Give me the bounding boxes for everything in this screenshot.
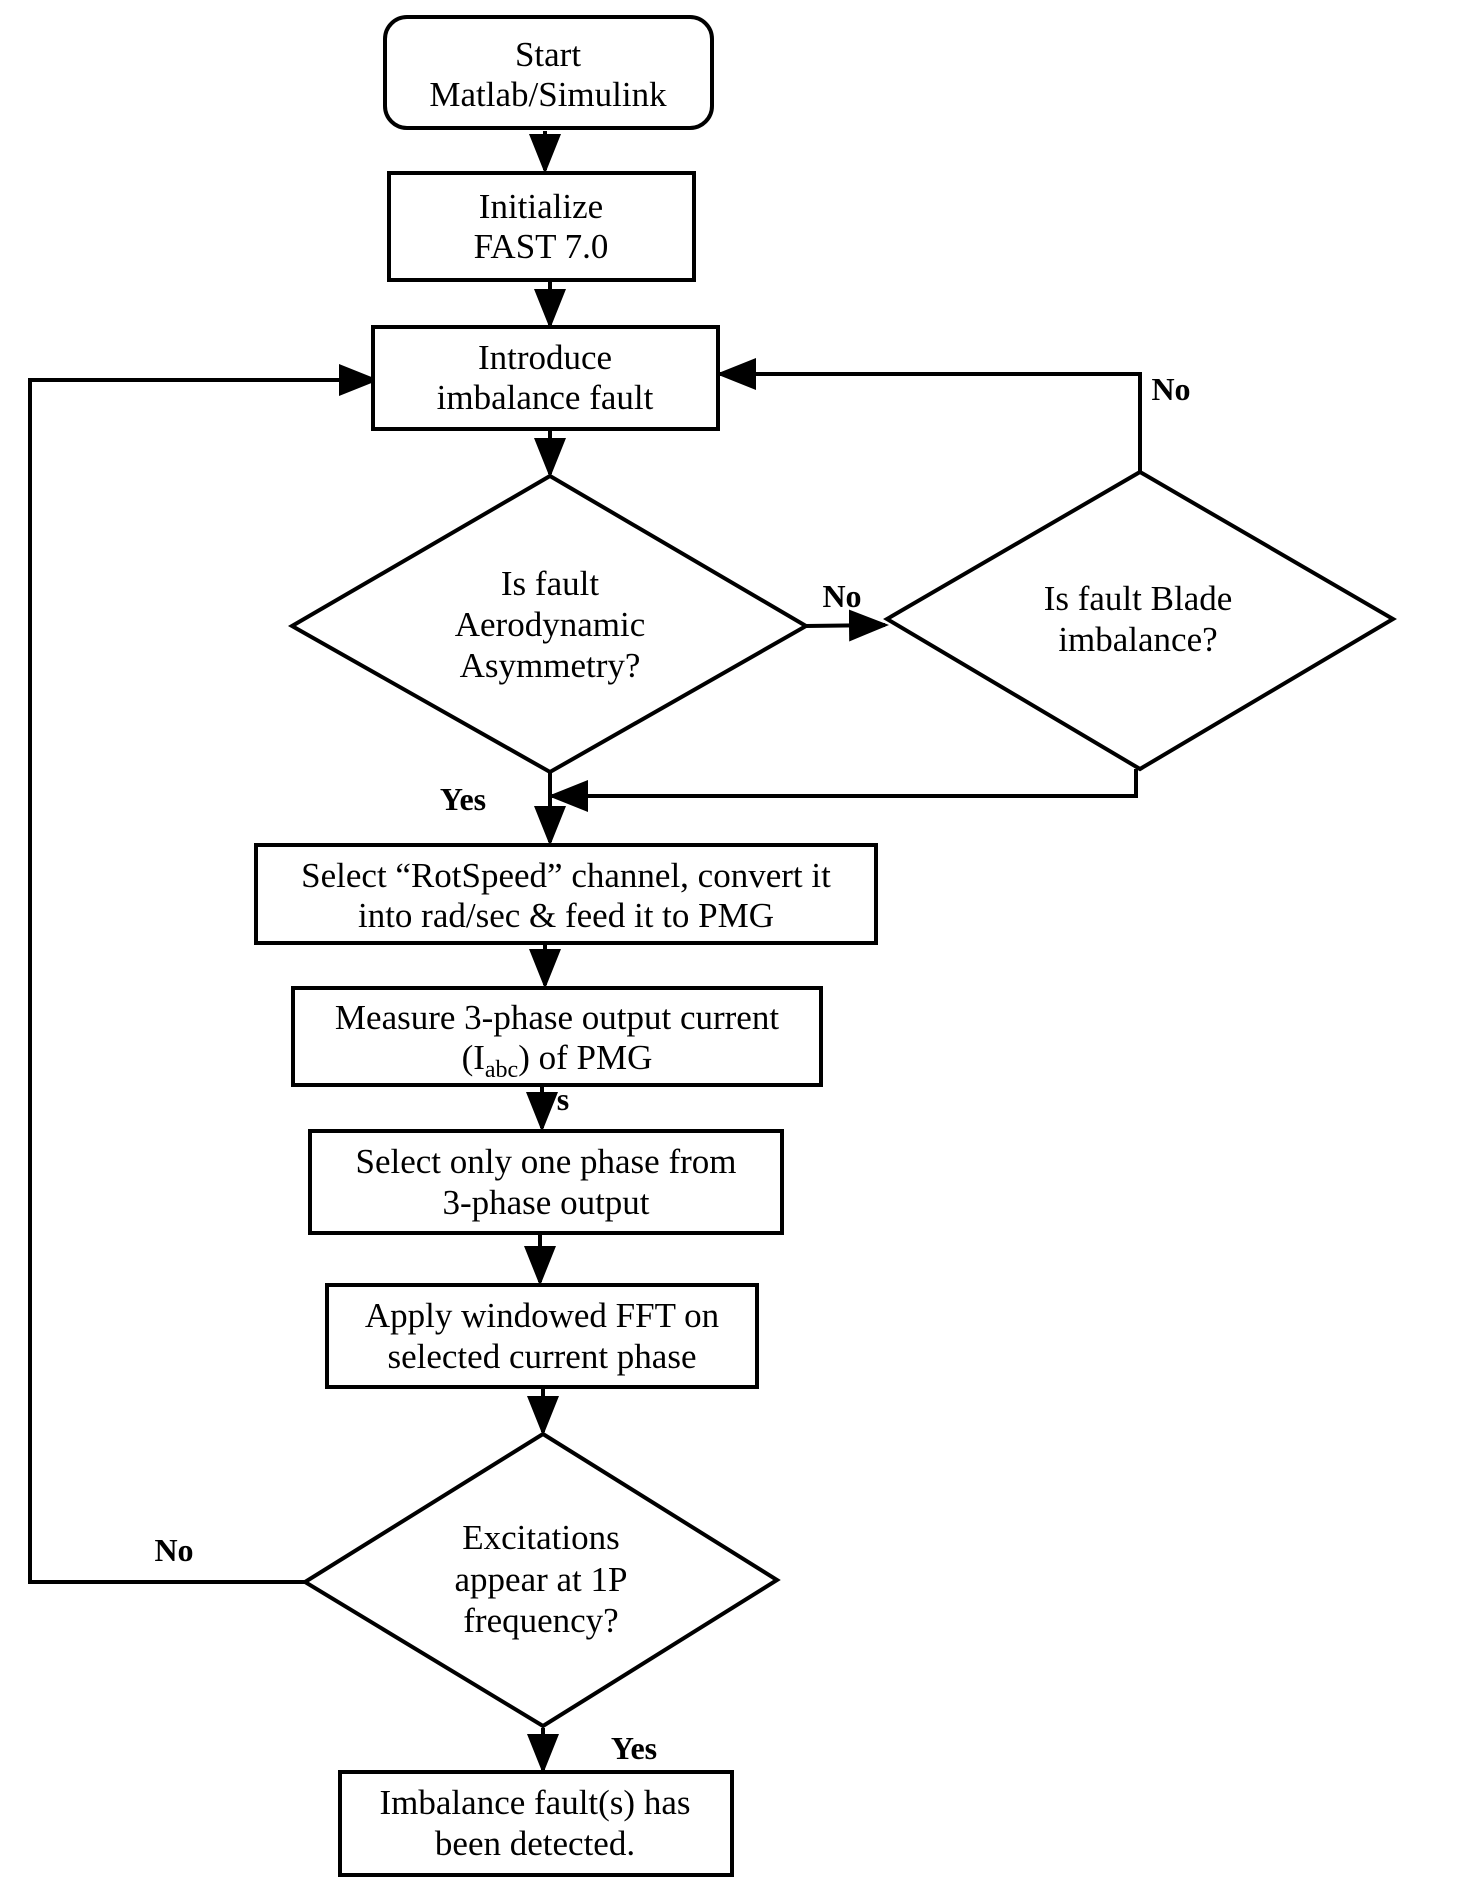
introduce-fault-node: Introduce imbalance fault [371,325,720,431]
apply-fft-node: Apply windowed FFT on selected current p… [325,1283,759,1389]
introduce-fault-node-line2: imbalance fault [437,378,654,417]
measure-current-line1: Measure 3-phase output current [335,998,779,1037]
measure-current-line2-prefix: (I [462,1038,485,1077]
apply-fft-line1: Apply windowed FFT on [365,1296,719,1335]
start-node-line2: Matlab/Simulink [429,75,667,114]
start-node-line1: Start [515,35,581,74]
aerodynamic-decision-line1: Is fault [501,564,599,603]
start-node: Start Matlab/Simulink [383,15,714,130]
aero-no-label: No [822,578,861,614]
edge-blade-yes-merge [548,769,1138,812]
edge-blade-no-to-introduce [716,358,1142,472]
select-rotspeed-node: Select “RotSpeed” channel, convert it in… [254,843,878,945]
aero-yes-label: Yes [440,781,486,817]
aerodynamic-decision-line3: Asymmetry? [460,646,641,685]
edge-aero-no-to-blade-decision [805,609,889,642]
excitation-no-label: No [154,1532,193,1568]
select-phase-node: Select only one phase from 3-phase outpu… [308,1129,784,1235]
introduce-fault-node-line1: Introduce [478,338,612,377]
excitation-decision: Excitations appear at 1P frequency? [301,1431,781,1729]
fault-detected-line1: Imbalance fault(s) has [380,1783,691,1822]
select-phase-line1: Select only one phase from [355,1142,736,1181]
excitation-decision-line3: frequency? [463,1601,618,1640]
measure-current-subscript: abc [485,1057,518,1083]
initialize-node-line1: Initialize [479,187,603,226]
excitation-yes-label: Yes [611,1730,657,1766]
fault-detected-node: Imbalance fault(s) has been detected. [338,1770,734,1877]
blade-decision-line1: Is fault Blade [1044,579,1233,618]
excitation-decision-line1: Excitations [462,1518,619,1557]
edge-excitation-no-to-introduce [28,364,379,1584]
blade-no-label: No [1151,371,1190,407]
apply-fft-line2: selected current phase [387,1337,696,1376]
blade-imbalance-decision: Is fault Blade imbalance? [883,469,1397,772]
measure-current-line2-suffix: ) of PMG [518,1038,652,1077]
measure-s-label: s [557,1081,569,1117]
blade-decision-line2: imbalance? [1058,620,1217,659]
aerodynamic-asymmetry-decision: Is fault Aerodynamic Asymmetry? [287,473,810,775]
excitation-decision-line2: appear at 1P [455,1560,628,1599]
measure-current-node: Measure 3-phase output current (Iabc) of… [291,986,823,1087]
select-phase-line2: 3-phase output [442,1183,649,1222]
fault-detected-line2: been detected. [435,1824,635,1863]
initialize-node-line2: FAST 7.0 [474,227,609,266]
select-rotspeed-line2: into rad/sec & feed it to PMG [358,896,774,935]
select-rotspeed-line1: Select “RotSpeed” channel, convert it [301,856,831,895]
aerodynamic-decision-line2: Aerodynamic [455,605,645,644]
initialize-node: Initialize FAST 7.0 [387,171,696,282]
measure-current-line2: (Iabc) of PMG [462,1038,653,1083]
